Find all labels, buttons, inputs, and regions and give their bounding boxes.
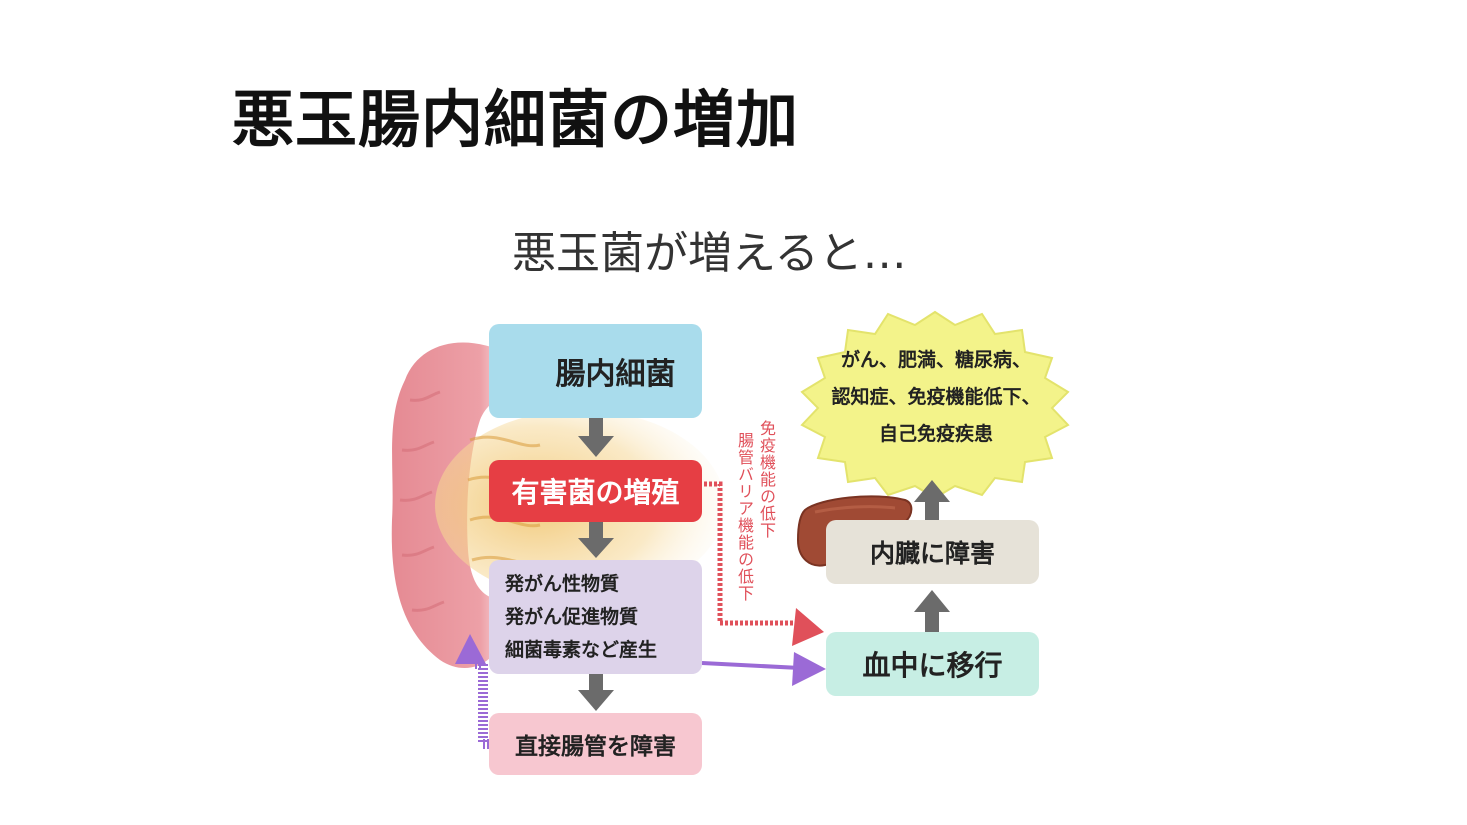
diagram-heading: 悪玉菌が増えると… — [512, 228, 907, 279]
harmful-growth-box: 有害菌の増殖 — [489, 460, 702, 522]
harmful-growth-label: 有害菌の増殖 — [511, 476, 680, 509]
purple-arrow — [701, 652, 826, 686]
organ-damage-label: 内臓に障害 — [869, 539, 995, 568]
disease-line: 認知症、免疫機能低下、 — [831, 386, 1041, 408]
slide-title: 悪玉腸内細菌の増加 — [232, 83, 800, 156]
disease-line: がん、肥満、糖尿病、 — [840, 349, 1031, 371]
gray-arrows — [578, 418, 950, 711]
organ-damage-box: 内臓に障害 — [826, 520, 1039, 584]
gut-bacteria-box: 腸内細菌 — [489, 324, 702, 418]
carcinogen-box: 発がん性物質 発がん促進物質 細菌毒素など産生 — [489, 560, 702, 674]
dotted-red-arrow — [704, 481, 824, 646]
barrier-decline-label: 腸管バリア機能の低下 — [735, 432, 754, 602]
disease-list: がん、肥満、糖尿病、 認知症、免疫機能低下、 自己免疫疾患 — [810, 342, 1062, 453]
arrow-down-1 — [578, 418, 614, 457]
gut-bacteria-label: 腸内細菌 — [555, 357, 676, 392]
arrow-down-3 — [578, 674, 614, 711]
colon-folds — [399, 390, 445, 612]
blood-transfer-box: 血中に移行 — [826, 632, 1039, 696]
direct-damage-box: 直接腸管を障害 — [489, 713, 702, 775]
blood-transfer-label: 血中に移行 — [862, 649, 1003, 682]
disease-line: 自己免疫疾患 — [878, 423, 993, 445]
carcinogen-line: 発がん促進物質 — [505, 605, 639, 628]
purple-dotted-arrow — [455, 634, 489, 749]
arrow-up-2 — [914, 480, 950, 520]
arrow-up-1 — [914, 590, 950, 632]
immune-decline-label: 免疫機能の低下 — [757, 420, 776, 539]
direct-damage-label: 直接腸管を障害 — [515, 734, 676, 760]
arrow-down-2 — [578, 522, 614, 558]
carcinogen-line: 細菌毒素など産生 — [505, 638, 658, 661]
carcinogen-line: 発がん性物質 — [505, 572, 620, 595]
